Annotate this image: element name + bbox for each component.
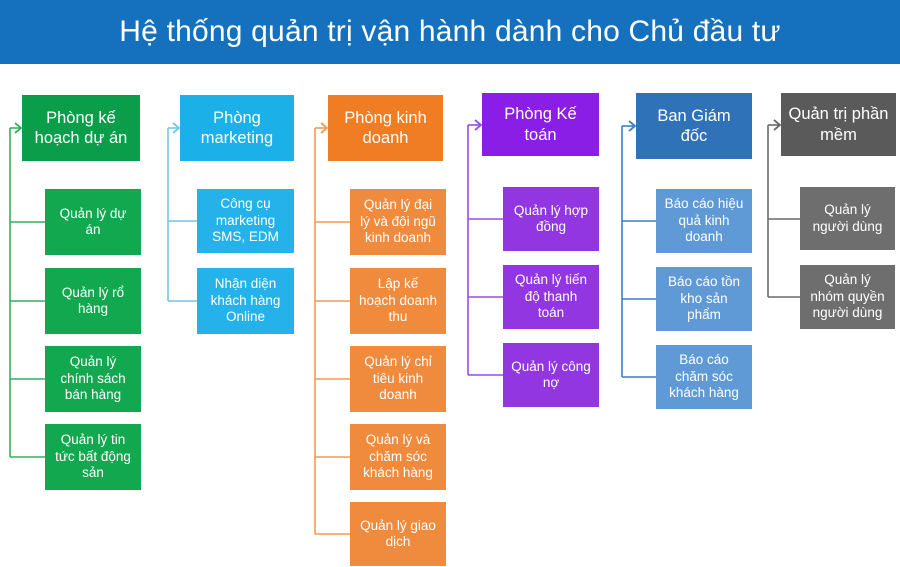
board-function-box: Báo cáo hiệu quả kinh doanh — [656, 189, 752, 253]
accounting-arrow-icon — [474, 119, 483, 131]
sales-function-box-label: Quản lý và chăm sóc khách hàng — [363, 432, 433, 481]
admin-function-box-label: Quản lý nhóm quyền người dùng — [810, 272, 885, 321]
sales-function-box: Quản lý đại lý và đội ngũ kinh doanh — [350, 189, 446, 255]
admin-department-box-label: Quản trị phần mềm — [788, 105, 889, 144]
board-function-box-label: Báo cáo hiệu quả kinh doanh — [664, 196, 744, 245]
sales-function-box: Lập kế hoạch doanh thu — [350, 268, 446, 334]
accounting-function-box-label: Quản lý công nợ — [511, 358, 591, 390]
admin-arrow-icon — [773, 119, 782, 131]
admin-function-box-label: Quản lý người dùng — [812, 202, 883, 234]
accounting-function-box-label: Quản lý tiến độ thanh toán — [514, 272, 588, 321]
sales-function-box: Quản lý chỉ tiêu kinh doanh — [350, 346, 446, 412]
sales-function-box: Quản lý giao dịch — [350, 502, 446, 566]
sales-function-box-label: Quản lý chỉ tiêu kinh doanh — [364, 354, 432, 403]
board-arrow-icon — [628, 120, 637, 132]
board-function-box-label: Báo cáo chăm sóc khách hàng — [669, 352, 739, 401]
accounting-department-box-label: Phòng Kế toán — [504, 105, 577, 144]
admin-function-box: Quản lý người dùng — [800, 187, 895, 250]
sales-function-box-label: Lập kế hoạch doanh thu — [358, 276, 438, 325]
board-department-box-label: Ban Giám đốc — [657, 106, 731, 145]
planning-arrow-icon — [14, 122, 23, 134]
sales-department-box-label: Phòng kinh doanh — [344, 108, 427, 147]
planning-function-box: Quản lý rổ hàng — [45, 268, 141, 334]
sales-function-box-label: Quản lý giao dịch — [360, 517, 436, 549]
planning-department-box: Phòng kế hoạch dự án — [22, 95, 140, 161]
planning-function-box-label: Quản lý chính sách bán hàng — [60, 354, 126, 403]
admin-department-box: Quản trị phần mềm — [781, 93, 896, 156]
board-function-box: Báo cáo tồn kho sản phẩm — [656, 267, 752, 331]
planning-department-box-label: Phòng kế hoạch dự án — [34, 108, 128, 147]
accounting-function-box: Quản lý hợp đồng — [503, 187, 599, 251]
sales-function-box: Quản lý và chăm sóc khách hàng — [350, 424, 446, 490]
marketing-function-box-label: Công cụ marketing SMS, EDM — [212, 196, 279, 245]
marketing-function-box: Công cụ marketing SMS, EDM — [197, 189, 294, 253]
marketing-function-box: Nhận diện khách hàng Online — [197, 268, 294, 334]
board-department-box: Ban Giám đốc — [636, 93, 752, 159]
diagram-title: Hệ thống quản trị vận hành dành cho Chủ … — [119, 15, 781, 48]
planning-function-box-label: Quản lý tin tức bất động sản — [55, 432, 131, 481]
marketing-department-box-label: Phòng marketing — [200, 108, 274, 147]
marketing-function-box-label: Nhận diện khách hàng Online — [210, 276, 281, 325]
planning-function-box: Quản lý dự án — [45, 189, 141, 255]
sales-arrow-icon — [320, 122, 329, 134]
accounting-function-box-label: Quản lý hợp đồng — [513, 202, 589, 234]
planning-function-box: Quản lý tin tức bất động sản — [45, 424, 141, 490]
admin-function-box: Quản lý nhóm quyền người dùng — [800, 265, 895, 329]
board-function-box-label: Báo cáo tồn kho sản phẩm — [667, 274, 741, 323]
accounting-function-box: Quản lý tiến độ thanh toán — [503, 265, 599, 329]
planning-function-box-label: Quản lý rổ hàng — [61, 284, 125, 316]
marketing-department-box: Phòng marketing — [180, 95, 294, 161]
planning-function-box-label: Quản lý dự án — [59, 205, 127, 237]
diagram-title-bar: Hệ thống quản trị vận hành dành cho Chủ … — [0, 0, 900, 64]
sales-department-box: Phòng kinh doanh — [328, 95, 443, 161]
sales-function-box-label: Quản lý đại lý và đội ngũ kinh doanh — [360, 197, 436, 246]
board-function-box: Báo cáo chăm sóc khách hàng — [656, 345, 752, 409]
accounting-function-box: Quản lý công nợ — [503, 343, 599, 407]
planning-function-box: Quản lý chính sách bán hàng — [45, 346, 141, 412]
accounting-department-box: Phòng Kế toán — [482, 93, 599, 156]
marketing-arrow-icon — [172, 122, 181, 134]
